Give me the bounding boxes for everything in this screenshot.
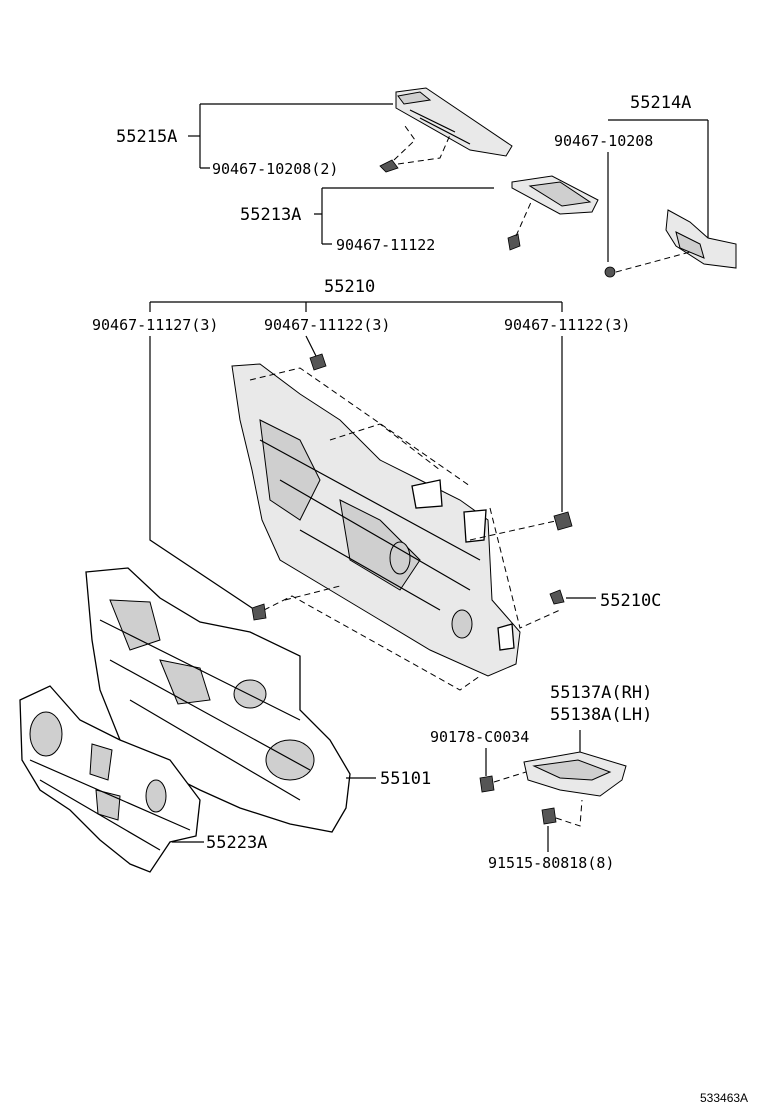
clip-90467-11127-3 [251,603,267,621]
label-90467-11127-3: 90467-11127(3) [92,316,218,334]
clip-90467-11122 [507,199,533,251]
label-55213A: 55213A [240,205,301,225]
part-55223A-insulator [19,685,204,873]
bolt-91515-80818-8 [541,799,583,852]
label-55210: 55210 [324,277,375,297]
label-90467-10208: 90467-10208 [554,132,653,150]
label-90467-11122-3b: 90467-11122(3) [504,316,630,334]
clip-90467-10208 [604,251,691,278]
label-55215A: 55215A [116,127,177,147]
dashed-guides-55210 [249,367,561,691]
part-55215A-insulator [395,87,513,157]
leader-55210 [149,301,563,611]
label-55138A: 55138A(LH) [550,705,652,725]
clip-90467-10208-2 [379,125,451,173]
leader-55213A [314,187,494,245]
clip-90467-11122-3b [553,511,573,531]
label-91515-80818-8: 91515-80818(8) [488,854,614,872]
part-55210-dash-silencer [231,363,521,677]
label-90467-11122: 90467-11122 [336,236,435,254]
part-55101-insulator [85,567,376,833]
clip-90178-C0034 [479,748,527,793]
label-55214A: 55214A [630,93,691,113]
label-55137A: 55137A(RH) [550,683,652,703]
clip-55210C [549,589,596,605]
clip-90467-11122-3a [305,335,327,371]
reference-number: 533463A [700,1091,748,1105]
label-55101: 55101 [380,769,431,789]
part-55214A-insulator [665,209,737,269]
part-55213A-insulator [511,175,599,215]
leader-55214A [607,119,709,262]
label-55223A: 55223A [206,833,267,853]
part-55137A-bracket [523,730,627,797]
label-90467-11122-3a: 90467-11122(3) [264,316,390,334]
label-55210C: 55210C [600,591,661,611]
label-90178-C0034: 90178-C0034 [430,728,529,746]
label-90467-10208-2: 90467-10208(2) [212,160,338,178]
leader-55215A [188,103,393,169]
